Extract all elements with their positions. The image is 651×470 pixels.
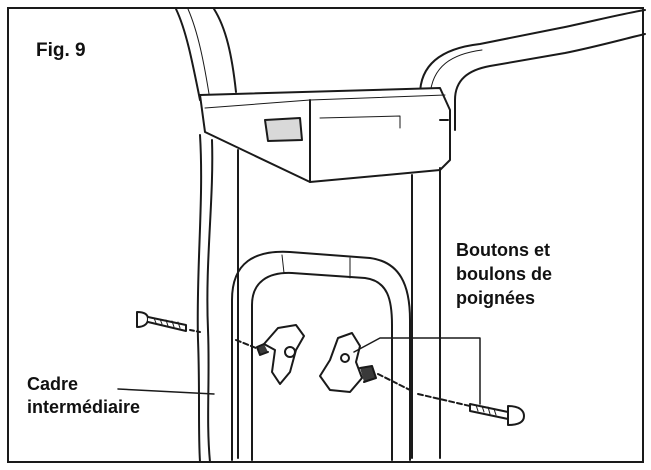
left-handlebar (175, 8, 237, 101)
label-handle-knobs-bolts: Boutons et boulons de poignées (456, 240, 552, 308)
figure-border (7, 7, 644, 463)
left-post (196, 134, 239, 463)
left-bolt-icon (136, 311, 187, 332)
label-intermediate-frame: Cadre intermédiaire (27, 374, 141, 417)
right-handlebar (419, 9, 646, 131)
figure-title: Fig. 9 (36, 40, 86, 61)
left-knob-icon (256, 324, 305, 385)
intermediate-frame-u (231, 250, 411, 461)
right-post (411, 167, 441, 459)
right-knob-icon (319, 332, 377, 393)
top-bracket (199, 87, 451, 183)
right-bolt-icon (469, 403, 525, 426)
leader-lines (117, 337, 481, 405)
